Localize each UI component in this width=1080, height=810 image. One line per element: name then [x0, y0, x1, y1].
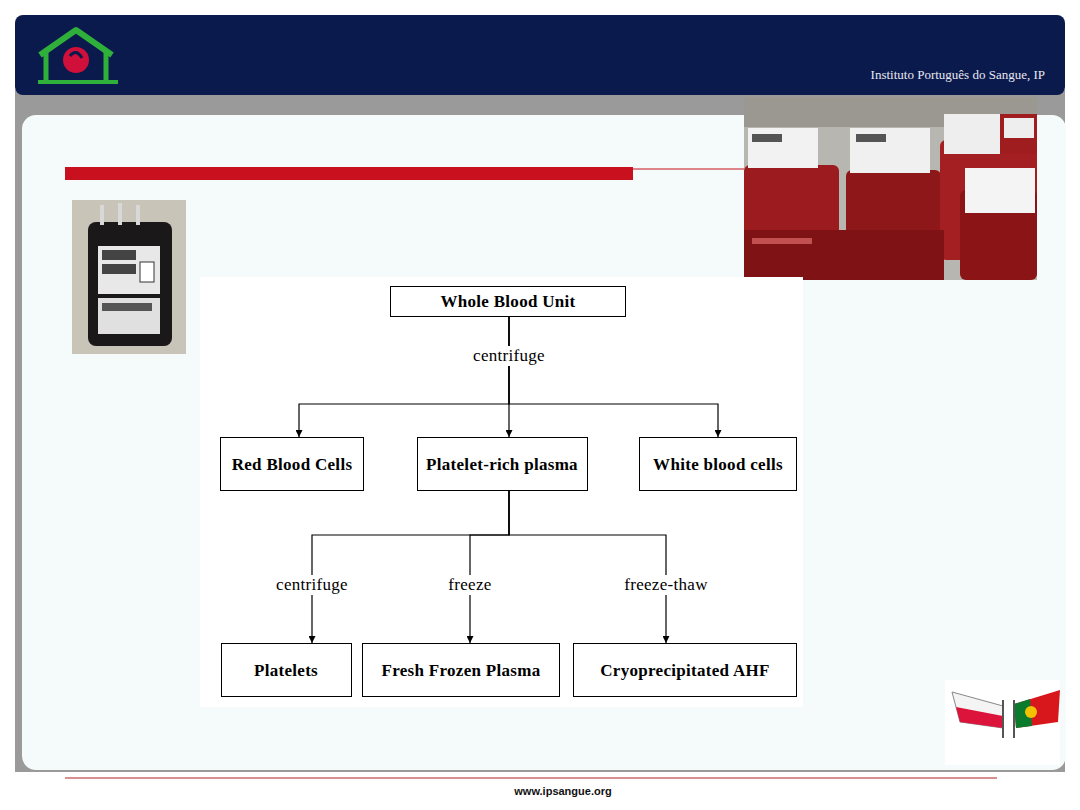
process-step-label: centrifuge [470, 346, 548, 366]
box-label: Platelet-rich plasma [426, 454, 578, 475]
process-box: Fresh Frozen Plasma [362, 643, 560, 697]
flow-connector [312, 491, 509, 643]
process-step-label: freeze [445, 575, 494, 595]
blood-bags-photo [744, 97, 1037, 280]
header-bar [15, 15, 1065, 95]
box-label: White blood cells [653, 454, 783, 475]
box-label: Cryoprecipitated AHF [600, 660, 770, 681]
flow-connector [509, 491, 666, 643]
header-institution: Instituto Português do Sangue, IP [871, 67, 1045, 83]
footer-url: www.ipsangue.org [514, 785, 611, 797]
content-panel [22, 115, 1066, 770]
flags [945, 680, 1060, 765]
box-label: Fresh Frozen Plasma [382, 660, 541, 681]
flow-connector [509, 317, 718, 437]
logo [38, 30, 118, 82]
process-box: Cryoprecipitated AHF [573, 643, 797, 697]
box-label: Red Blood Cells [232, 454, 353, 475]
grey-frame [15, 90, 1065, 772]
process-box: White blood cells [639, 437, 797, 491]
process-box: Platelets [221, 643, 352, 697]
thin-rule [633, 169, 745, 170]
process-box: Whole Blood Unit [390, 286, 626, 317]
box-label: Platelets [254, 660, 318, 681]
blood-bag-photo [72, 200, 186, 354]
red-rule [65, 167, 633, 180]
footer-rule [65, 777, 997, 778]
process-box: Platelet-rich plasma [417, 437, 588, 491]
process-step-label: centrifuge [273, 575, 351, 595]
box-label: Whole Blood Unit [440, 291, 575, 312]
flow-connector [470, 491, 509, 643]
process-box: Red Blood Cells [220, 437, 364, 491]
process-step-label: freeze-thaw [621, 575, 711, 595]
diagram-ground [200, 277, 803, 707]
flow-connector [299, 317, 509, 437]
